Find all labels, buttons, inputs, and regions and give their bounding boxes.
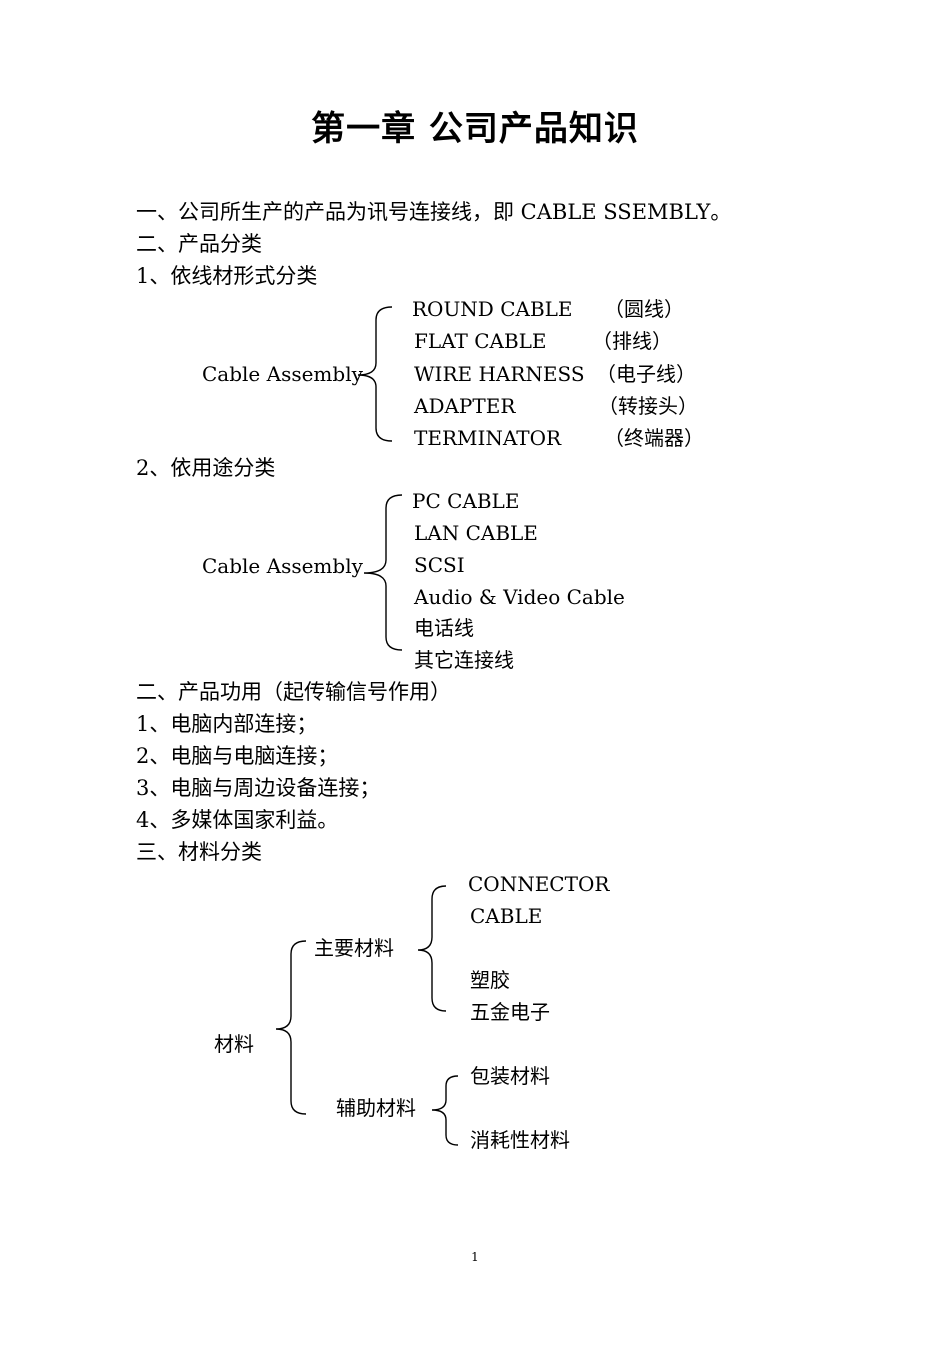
page-number: 1: [471, 1250, 479, 1264]
section-heading-materials: 三、材料分类: [136, 840, 262, 864]
tree1-item-note: （电子线）: [596, 362, 696, 386]
tree2-root: Cable Assembly: [202, 554, 363, 578]
tree1-item-note: （终端器）: [604, 426, 704, 450]
brace-tree3-aux: [431, 1075, 459, 1146]
tree1-item-note: （转接头）: [598, 394, 698, 418]
tree1-item-name: TERMINATOR: [414, 426, 562, 450]
tree3-main-item: 塑胶: [470, 968, 510, 992]
tree1-root: Cable Assembly: [202, 362, 363, 386]
tree1-item-name: WIRE HARNESS: [414, 362, 585, 386]
tree3-root: 材料: [214, 1032, 254, 1056]
tree2-item: 其它连接线: [414, 648, 514, 672]
intro-line: 一、公司所生产的产品为讯号连接线，即 CABLE SSEMBLY。: [136, 200, 732, 224]
tree1-item-note: （圆线）: [604, 297, 684, 321]
tree2-item: LAN CABLE: [414, 521, 538, 545]
tree2-item: 电话线: [414, 616, 474, 640]
brace-tree3-root: [275, 940, 307, 1115]
tree3-aux-label: 辅助材料: [336, 1096, 416, 1120]
tree3-main-item: CONNECTOR: [468, 872, 610, 896]
brace-tree2: [363, 494, 403, 651]
tree3-main-item: CABLE: [470, 904, 543, 928]
function-item: 2、电脑与电脑连接；: [136, 744, 339, 768]
function-item: 4、多媒体国家利益。: [136, 808, 339, 832]
subheading-by-use: 2、依用途分类: [136, 456, 276, 480]
page-title: 第一章 公司产品知识: [311, 109, 639, 149]
subheading-by-form: 1、依线材形式分类: [136, 264, 318, 288]
function-item: 1、电脑内部连接；: [136, 712, 318, 736]
tree1-item-note: （排线）: [592, 329, 672, 353]
tree3-aux-item: 消耗性材料: [470, 1128, 570, 1152]
tree3-aux-item: 包装材料: [470, 1064, 550, 1088]
brace-tree1: [357, 306, 393, 442]
tree1-item-name: ADAPTER: [414, 394, 516, 418]
brace-tree3-main: [417, 885, 447, 1012]
tree3-main-item: 五金电子: [470, 1000, 550, 1024]
section-heading-classification: 二、产品分类: [136, 232, 262, 256]
tree2-item: PC CABLE: [412, 489, 520, 513]
function-item: 3、电脑与周边设备连接；: [136, 776, 381, 800]
tree3-main-label: 主要材料: [314, 936, 394, 960]
section-heading-function: 二、产品功用（起传输信号作用）: [136, 680, 451, 704]
tree1-item-name: ROUND CABLE: [412, 297, 573, 321]
tree2-item: Audio & Video Cable: [414, 585, 625, 609]
tree2-item: SCSI: [414, 553, 465, 577]
tree1-item-name: FLAT CABLE: [414, 329, 547, 353]
